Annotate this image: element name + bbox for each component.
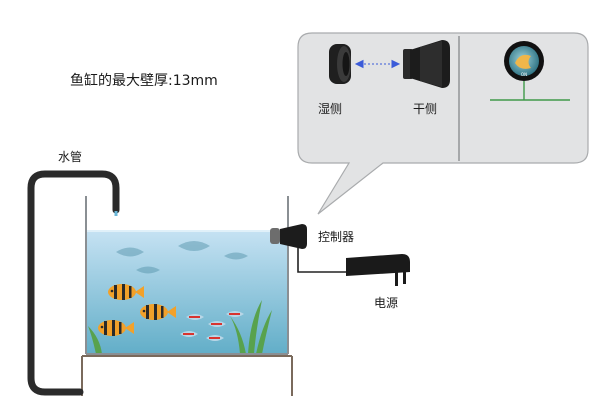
fish-icon bbox=[98, 284, 176, 336]
dry-side-label: 干侧 bbox=[413, 102, 438, 116]
power-adapter-icon bbox=[346, 254, 410, 286]
dry-side-sensor-icon bbox=[403, 40, 450, 88]
power-label: 电源 bbox=[374, 296, 399, 310]
page-title: 鱼缸的最大壁厚:13mm bbox=[70, 73, 218, 89]
background-fish-silhouettes bbox=[116, 241, 248, 274]
water-pipe-label: 水管 bbox=[58, 150, 83, 164]
tetra-fish-icon bbox=[180, 311, 244, 341]
controller-label: 控制器 bbox=[318, 230, 355, 244]
wet-side-sensor-icon bbox=[329, 44, 351, 84]
plant-icon bbox=[88, 300, 272, 354]
wet-side-label: 湿侧 bbox=[318, 102, 343, 116]
tank-stand bbox=[81, 355, 293, 396]
water-pipe bbox=[27, 170, 120, 396]
power-cable bbox=[297, 248, 346, 273]
controller-unit-icon bbox=[270, 224, 307, 249]
sensor-sticker-icon: ON bbox=[490, 41, 570, 101]
tank-glass bbox=[85, 196, 289, 355]
double-arrow-icon bbox=[354, 59, 401, 69]
svg-text:ON: ON bbox=[521, 72, 527, 77]
